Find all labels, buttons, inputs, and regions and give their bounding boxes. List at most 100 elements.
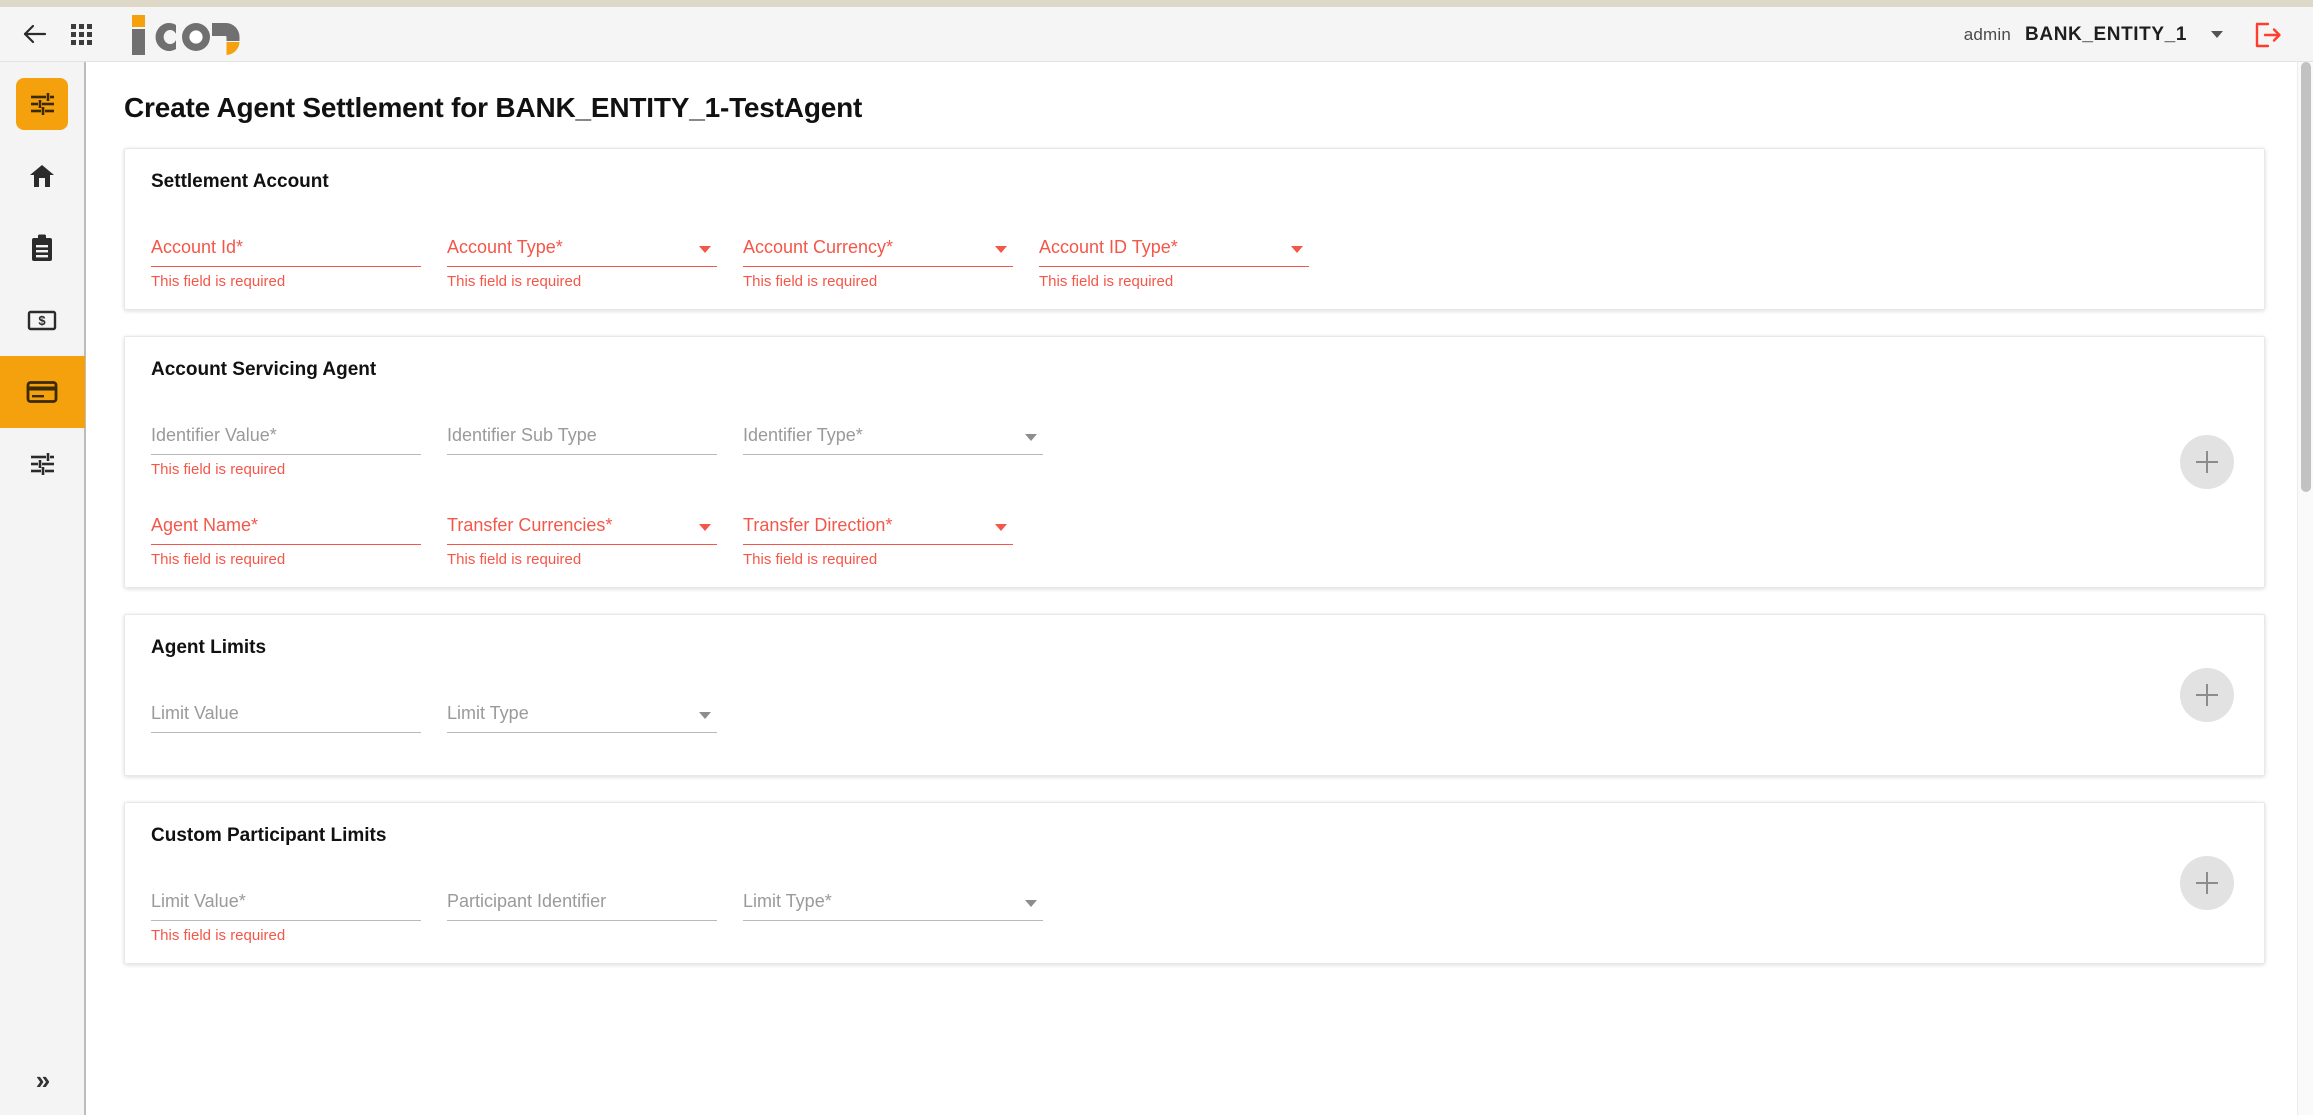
- select-field[interactable]: Transfer Direction*: [743, 505, 1013, 545]
- field-label: Limit Type*: [743, 891, 832, 911]
- select-field[interactable]: Account Currency*: [743, 227, 1013, 267]
- text-field[interactable]: Agent Name*: [151, 505, 421, 545]
- field-label: Account ID Type*: [1039, 237, 1178, 257]
- apps-grid-icon[interactable]: [58, 11, 104, 57]
- sidebar-item-reports[interactable]: [0, 212, 85, 284]
- select-field[interactable]: Limit Type: [447, 693, 717, 733]
- app-body: $: [0, 62, 2313, 1115]
- back-arrow-icon[interactable]: [12, 11, 58, 57]
- select-field[interactable]: Limit Type*: [743, 881, 1043, 921]
- card-title: Custom Participant Limits: [151, 825, 387, 846]
- card-title: Agent Limits: [151, 637, 267, 658]
- sliders-settings-icon: [16, 438, 68, 490]
- form-field: Account Id* This field is required: [151, 227, 421, 295]
- sliders-settings-icon: [16, 78, 68, 130]
- scrollbar-thumb[interactable]: [2301, 62, 2311, 492]
- form-field: Limit Value* This field is required: [151, 881, 421, 949]
- chevron-down-icon[interactable]: [2211, 31, 2223, 38]
- form-field: Participant Identifier: [447, 881, 717, 949]
- select-field[interactable]: Identifier Type*: [743, 415, 1043, 455]
- form-field: Identifier Sub Type: [447, 415, 717, 483]
- field-label: Identifier Type*: [743, 425, 863, 445]
- field-label: Identifier Value*: [151, 425, 277, 445]
- field-label: Identifier Sub Type: [447, 425, 597, 445]
- logout-icon[interactable]: [2253, 21, 2283, 49]
- select-field[interactable]: Account ID Type*: [1039, 227, 1309, 267]
- chevron-down-icon[interactable]: [1291, 246, 1303, 253]
- add-row-button[interactable]: [2180, 856, 2234, 910]
- sidebar-item-home[interactable]: [0, 140, 85, 212]
- user-name-label: admin: [1963, 24, 2012, 44]
- field-error-placeholder: [743, 461, 1043, 479]
- plus-icon-vertical: [2206, 451, 2208, 473]
- add-row-button[interactable]: [2180, 435, 2234, 489]
- chevron-down-icon[interactable]: [699, 712, 711, 719]
- field-error-message: This field is required: [743, 273, 878, 290]
- page-title: Create Agent Settlement for BANK_ENTITY_…: [124, 92, 863, 123]
- field-error-placeholder: [743, 927, 1043, 945]
- left-sidebar: $: [0, 62, 86, 1115]
- field-label: Transfer Currencies*: [447, 515, 613, 535]
- field-error-placeholder: [447, 927, 717, 945]
- entity-selector-label[interactable]: BANK_ENTITY_1: [2025, 23, 2187, 45]
- field-label: Account Id*: [151, 237, 244, 257]
- select-field[interactable]: Account Type*: [447, 227, 717, 267]
- main-content: Create Agent Settlement for BANK_ENTITY_…: [86, 62, 2313, 1115]
- icon-logo: [132, 13, 240, 55]
- add-row-button[interactable]: [2180, 668, 2234, 722]
- field-label: Limit Value*: [151, 891, 246, 911]
- sidebar-item-payments[interactable]: $: [0, 284, 85, 356]
- chevron-down-icon[interactable]: [699, 246, 711, 253]
- sidebar-item-settlement[interactable]: [0, 356, 85, 428]
- vertical-scrollbar[interactable]: [2297, 62, 2313, 1115]
- text-field[interactable]: Identifier Sub Type: [447, 415, 717, 455]
- text-field[interactable]: Limit Value*: [151, 881, 421, 921]
- form-field: Limit Type*: [743, 881, 1043, 949]
- chevron-down-icon[interactable]: [699, 524, 711, 531]
- select-field[interactable]: Transfer Currencies*: [447, 505, 717, 545]
- text-field[interactable]: Limit Value: [151, 693, 421, 733]
- field-error-message: This field is required: [151, 273, 286, 290]
- banknote-dollar-icon: $: [16, 294, 68, 346]
- chevron-down-icon[interactable]: [995, 246, 1007, 253]
- sidebar-expand-button[interactable]: »: [0, 1067, 86, 1093]
- form-field: Transfer Direction* This field is require…: [743, 505, 1013, 573]
- app-header: admin BANK_ENTITY_1: [0, 7, 2313, 62]
- field-label: Account Type*: [447, 237, 563, 257]
- field-error-message: This field is required: [447, 273, 582, 290]
- sidebar-item-settings[interactable]: [0, 68, 85, 140]
- field-error-message: This field is required: [151, 461, 286, 478]
- field-error-message: This field is required: [151, 927, 286, 944]
- chevron-down-icon[interactable]: [1025, 900, 1037, 907]
- form-field: Identifier Type*: [743, 415, 1043, 483]
- chevron-down-icon[interactable]: [1025, 434, 1037, 441]
- sidebar-item-configuration[interactable]: [0, 428, 85, 500]
- clipboard-icon: [16, 222, 68, 274]
- text-field[interactable]: Participant Identifier: [447, 881, 717, 921]
- form-field: Agent Name* This field is required: [151, 505, 421, 573]
- text-field[interactable]: Identifier Value*: [151, 415, 421, 455]
- text-field[interactable]: Account Id*: [151, 227, 421, 267]
- field-row: Limit Value* This field is required Partic…: [151, 881, 2238, 949]
- field-label: Transfer Direction*: [743, 515, 893, 535]
- field-label: Limit Type: [447, 703, 529, 723]
- form-field: Account Currency* This field is required: [743, 227, 1013, 295]
- plus-icon-vertical: [2206, 684, 2208, 706]
- field-label: Limit Value: [151, 703, 239, 723]
- form-field: Account Type* This field is required: [447, 227, 717, 295]
- form-field: Limit Value: [151, 693, 421, 761]
- field-error-message: This field is required: [743, 551, 878, 568]
- form-field: Transfer Currencies*This field is requir…: [447, 505, 717, 573]
- field-label: Account Currency*: [743, 237, 894, 257]
- row-spacer: [151, 483, 2238, 505]
- chevron-down-icon[interactable]: [995, 524, 1007, 531]
- field-error-placeholder: [151, 739, 421, 757]
- field-error-message: This field is required: [151, 551, 286, 568]
- card-title: Settlement Account: [151, 171, 329, 192]
